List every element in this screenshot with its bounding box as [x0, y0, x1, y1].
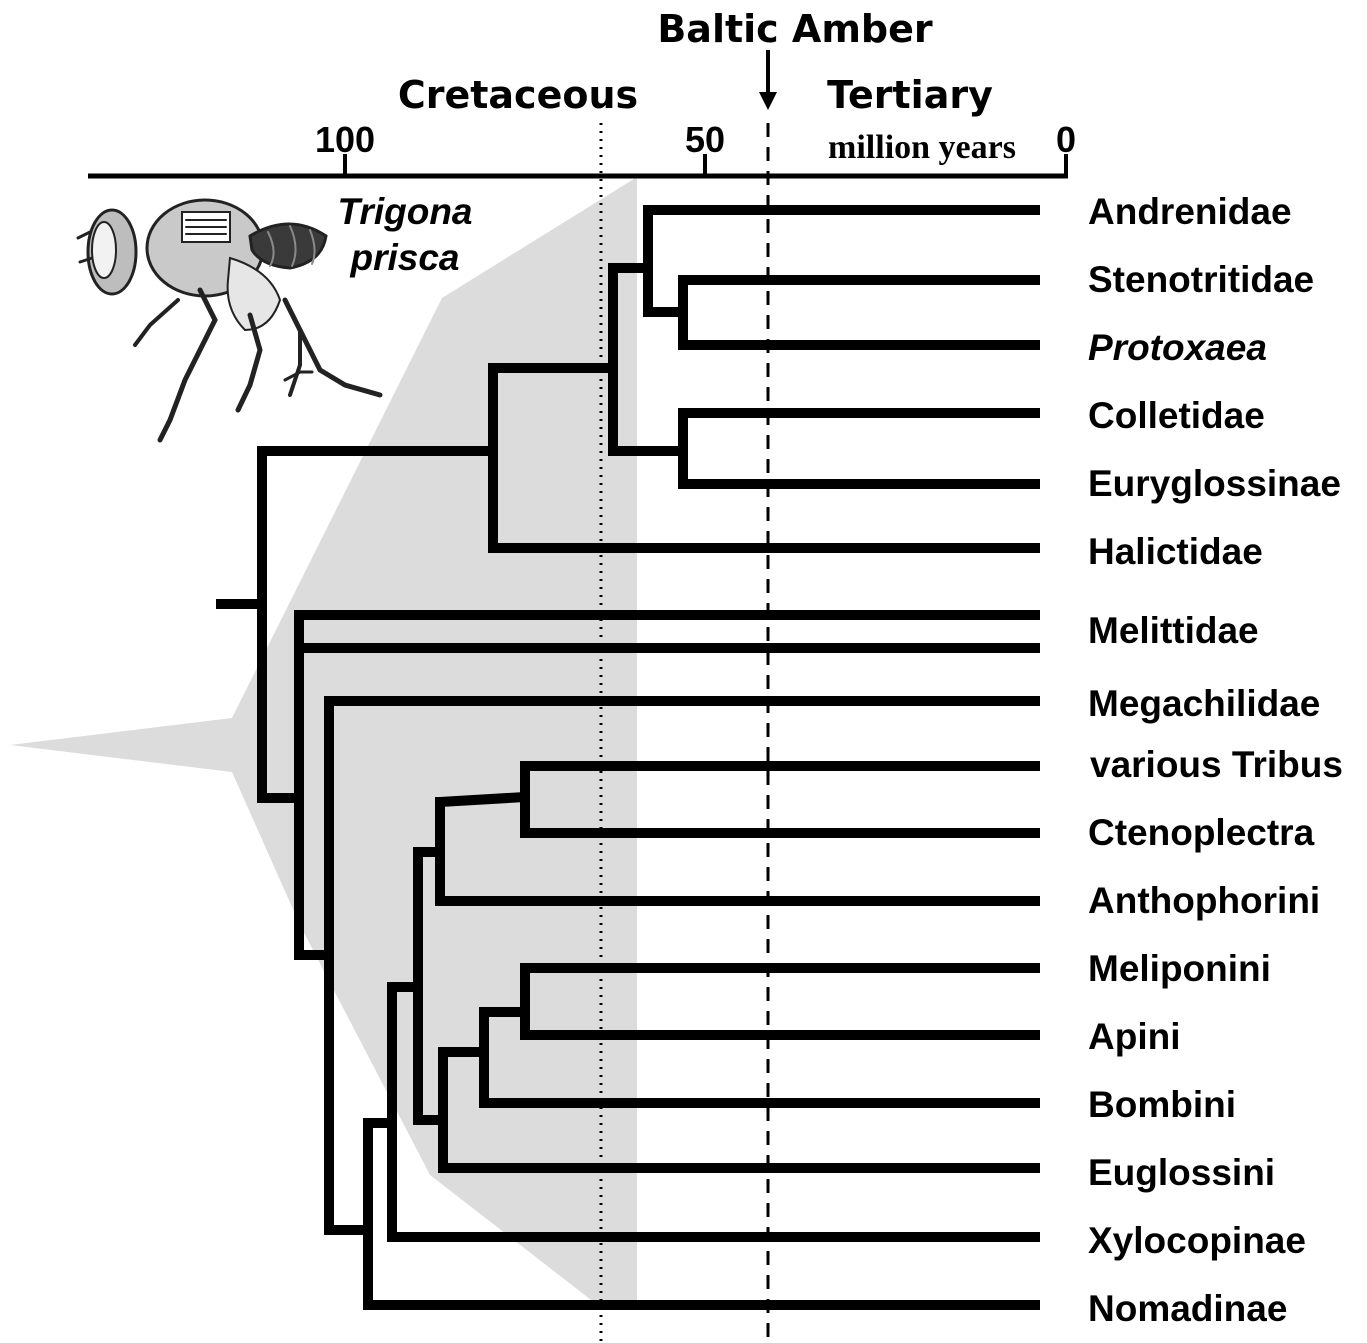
taxon-label: Euglossini [1088, 1152, 1275, 1193]
taxon-label: Euryglossinae [1088, 463, 1341, 504]
taxon-label: Xylocopinae [1088, 1220, 1306, 1261]
taxon-label: Megachilidae [1088, 683, 1320, 724]
baltic-amber-label: Baltic Amber [657, 7, 933, 51]
taxon-label: Ctenoplectra [1088, 812, 1315, 853]
taxon-label: Colletidae [1088, 395, 1265, 436]
taxon-label: Andrenidae [1088, 191, 1292, 232]
taxon-label: Nomadinae [1088, 1288, 1287, 1329]
taxon-labels: Andrenidae Stenotritidae Protoxaea Colle… [1088, 191, 1343, 1329]
axis-label-0: 0 [1056, 119, 1076, 160]
taxon-label: various Tribus [1090, 744, 1343, 785]
amber-arrow-head [759, 92, 777, 110]
divergence-shade [10, 177, 637, 1303]
period-cretaceous: Cretaceous [398, 73, 638, 117]
taxon-label: Apini [1088, 1016, 1180, 1057]
taxon-label: Protoxaea [1088, 327, 1267, 368]
trigona-prisca-illustration [78, 200, 380, 440]
axis-label-50: 50 [685, 119, 725, 160]
fossil-label-line1: Trigona [338, 191, 473, 232]
taxon-label: Halictidae [1088, 531, 1263, 572]
taxon-label: Bombini [1088, 1084, 1236, 1125]
axis-unit-label: million years [828, 129, 1016, 166]
taxon-label: Melittidae [1088, 610, 1259, 651]
taxon-label: Anthophorini [1088, 880, 1320, 921]
taxon-label: Meliponini [1088, 948, 1271, 989]
fossil-label-line2: prisca [349, 237, 459, 278]
taxon-label: Stenotritidae [1088, 259, 1314, 300]
axis-label-100: 100 [315, 119, 375, 160]
period-tertiary: Tertiary [827, 73, 993, 117]
branch-to-tribus-cteno [440, 797, 525, 802]
